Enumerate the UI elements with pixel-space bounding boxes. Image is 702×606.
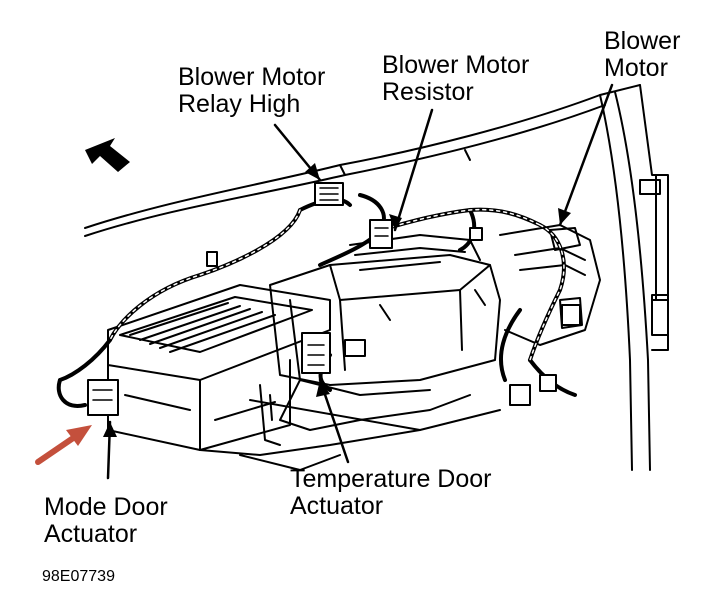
highlight-arrow-icon — [35, 425, 92, 465]
connectors — [87, 182, 581, 416]
label-resistor-line1: Blower Motor — [382, 51, 530, 79]
label-relay-line1: Blower Motor — [178, 63, 326, 91]
forward-direction-arrow-icon — [85, 138, 130, 172]
label-blower-line1: Blower — [604, 27, 681, 55]
a-pillar-frame — [599, 84, 669, 471]
harness-stripes — [109, 208, 565, 361]
label-blower-line2: Motor — [604, 54, 668, 82]
label-temperature-door-actuator: Temperature Door Actuator — [290, 466, 491, 520]
leader-arrowheads — [103, 163, 571, 437]
label-resistor-line2: Resistor — [382, 78, 474, 106]
label-mode-line1: Mode Door — [44, 493, 168, 521]
label-blower-motor-resistor: Blower Motor Resistor — [382, 52, 529, 106]
dashboard-outline — [84, 84, 641, 237]
label-relay-line2: Relay High — [178, 90, 301, 118]
wiring-harness — [56, 193, 577, 408]
blower-housing — [249, 234, 501, 431]
blower-motor-assembly — [499, 224, 601, 346]
label-blower-motor: Blower Motor — [604, 28, 680, 82]
label-mode-line2: Actuator — [44, 520, 138, 548]
label-mode-door-actuator: Mode Door Actuator — [44, 494, 168, 548]
label-temperature-line2: Actuator — [290, 492, 384, 520]
mode-door-housing — [107, 284, 331, 451]
floor-duct — [199, 384, 421, 471]
label-temperature-line1: Temperature Door — [290, 465, 492, 493]
label-blower-motor-relay-high: Blower Motor Relay High — [178, 64, 325, 118]
figure-id: 98E07739 — [42, 568, 115, 585]
